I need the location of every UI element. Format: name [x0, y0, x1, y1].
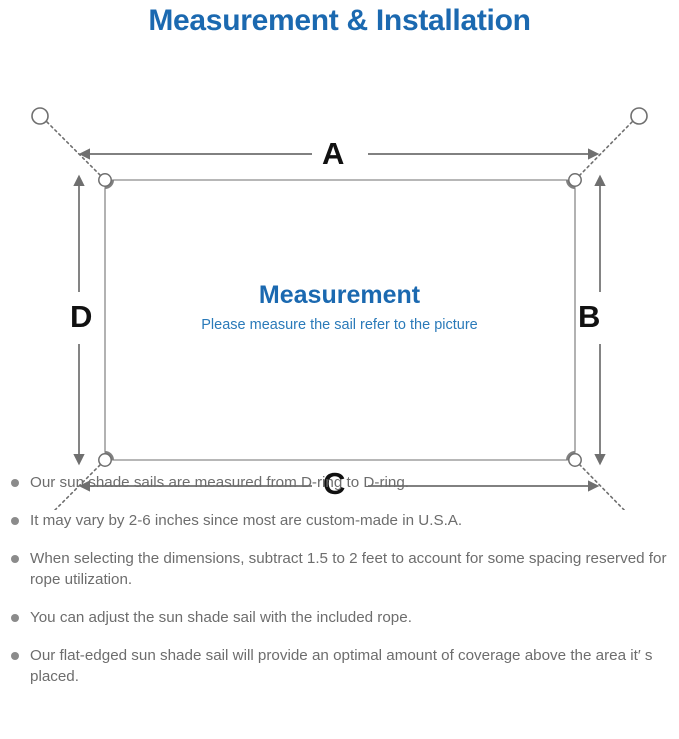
diagram-canvas	[31, 107, 648, 510]
list-item: You can adjust the sun shade sail with t…	[0, 607, 679, 628]
anchor-point-top-right	[630, 107, 648, 125]
d-ring-bottom-left	[98, 451, 114, 467]
d-ring-top-left	[98, 173, 114, 189]
dimension-label-a: A	[322, 136, 345, 171]
rope-top-right	[576, 121, 633, 179]
bullet-icon	[11, 517, 19, 525]
rope-bottom-left	[53, 461, 104, 510]
page-title: Measurement & Installation	[148, 4, 531, 37]
dimension-label-b: B	[578, 299, 601, 334]
note-text: When selecting the dimensions, subtract …	[30, 550, 667, 588]
bullet-icon	[11, 479, 19, 487]
anchor-point-top-left	[31, 107, 49, 125]
sun-shade-sail-diagram: A B C D Measurement Please measure the s…	[0, 40, 679, 510]
d-ring-top-right	[566, 173, 582, 189]
bullet-icon	[11, 614, 19, 622]
notes-list: Our sun shade sails are measured from D-…	[0, 472, 679, 704]
note-text: Our flat-edged sun shade sail will provi…	[30, 647, 653, 685]
list-item: It may vary by 2-6 inches since most are…	[0, 510, 679, 531]
dimension-label-d: D	[70, 299, 93, 334]
rope-top-left	[46, 121, 104, 179]
list-item: Our flat-edged sun shade sail will provi…	[0, 645, 679, 687]
d-ring-bottom-right	[566, 451, 582, 467]
bullet-icon	[11, 652, 19, 660]
note-text: You can adjust the sun shade sail with t…	[30, 609, 412, 626]
list-item: Our sun shade sails are measured from D-…	[0, 472, 679, 493]
list-item: When selecting the dimensions, subtract …	[0, 548, 679, 590]
bullet-icon	[11, 555, 19, 563]
sail-body	[104, 179, 576, 461]
dimension-label-c: C	[323, 466, 346, 501]
note-text: It may vary by 2-6 inches since most are…	[30, 512, 463, 529]
rope-bottom-right	[576, 461, 626, 510]
note-text: Our sun shade sails are measured from D-…	[30, 474, 409, 491]
